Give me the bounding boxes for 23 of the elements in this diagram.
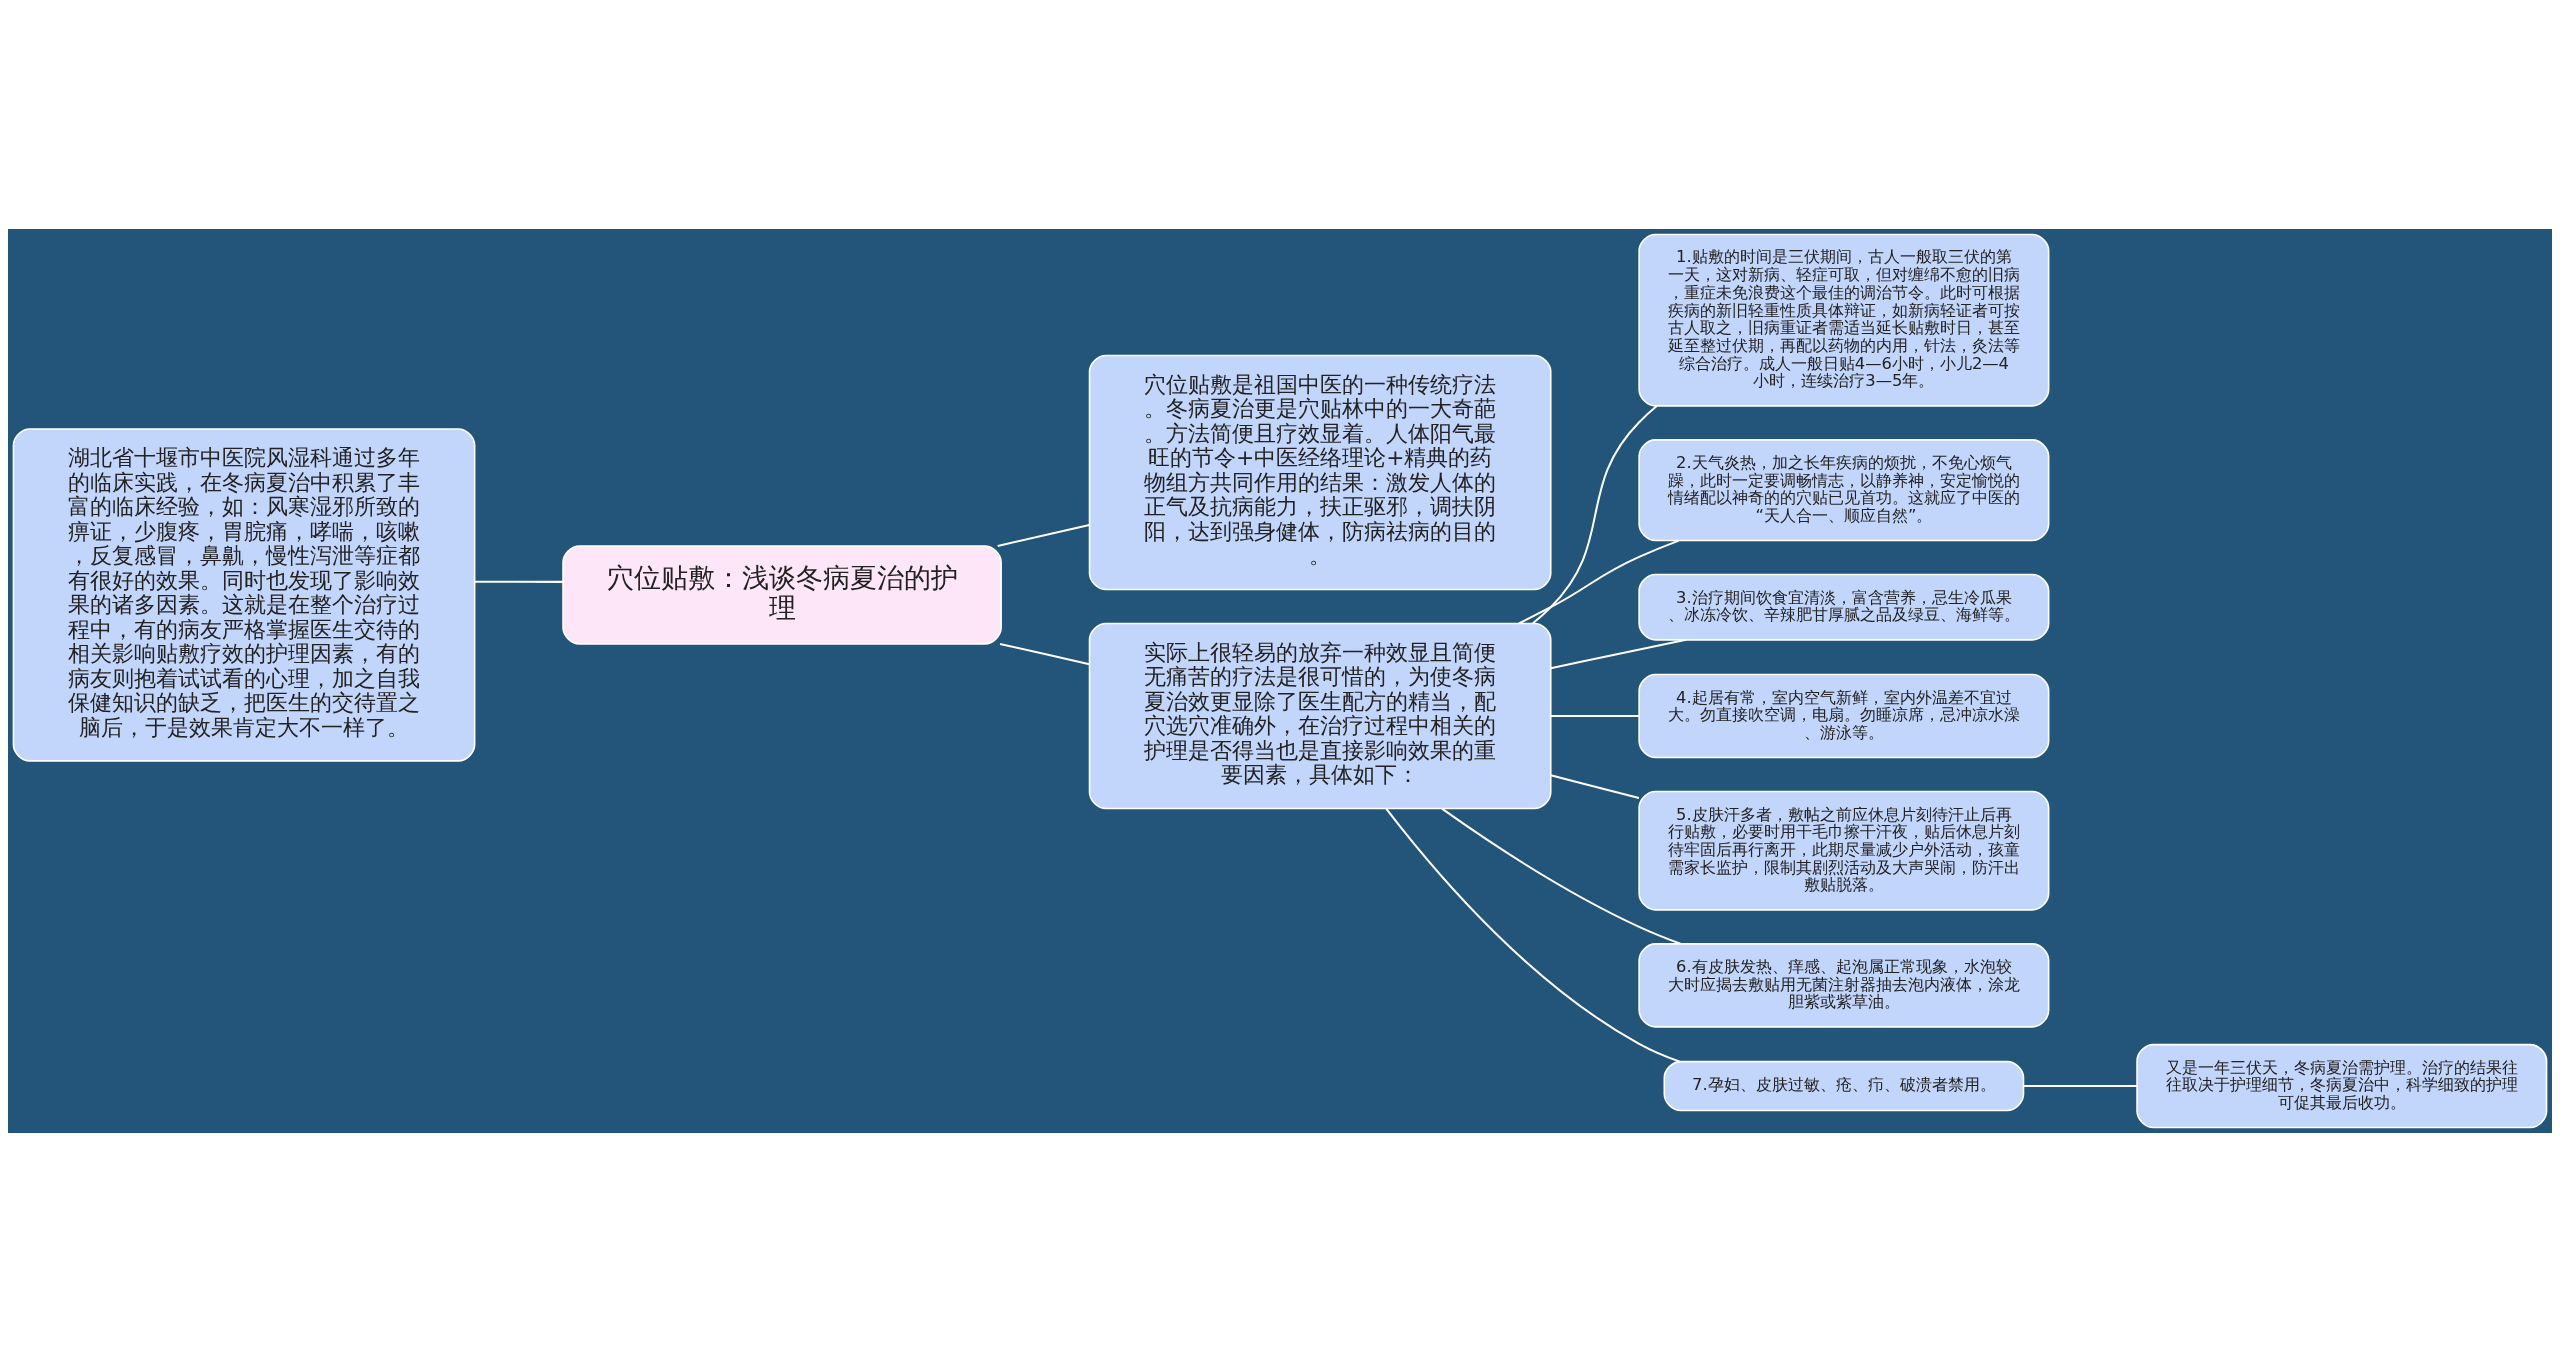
node-box: 实际上很轻易的放弃一种效显且简便无痛苦的疗法是很可惜的，为使冬病夏治效更显除了医生配方的精当，配穴选穴准确外，在治疗过程中相关的护理是否得当也是直接影响效果的重要因素，具体如下： [1088,622,1552,809]
connector [999,642,1090,665]
node-box: 湖北省十堰市中医院风湿科通过多年的临床实践，在冬病夏治中积累了丰富的临床经验，如：风寒湿邪所致的痹证，少腹疼，胃脘痛，哮喘，咳嗽，反复感冒，鼻鼽，慢性泻泄等症都有很好的效果。同时也发现了影响效果的诸多因素。这就是在整个治疗过程中，有的病友严格掌握医生交待的相关影响贴敷疗效的护理因素，有的病友则抱着试试看的心理，加之自我保健知识的缺乏，把医生的交待置之脑后，于是效果肯定大不一样了。 [12,427,476,762]
node-box: 6.有皮肤发热、痒感、起泡属正常现象，水泡较大时应揭去敷贴用无菌注射器抽去泡内液体，涂龙胆紫或紫草油。 [1638,942,2050,1028]
node-box: 1.贴敷的时间是三伏期间，古人一般取三伏的第一天，这对新病、轻症可取，但对缠绵不愈的旧病，重症未免浪费这个最佳的调治节令。此时可根据疾病的新旧轻重性质具体辩证，如新病轻证者可按古人取之，旧病重证者需适当延长贴敷时日，甚至延至整过伏期，再配以药物的内用，针法，灸法等综合治疗。成人一般日贴4—6小时，小儿2—4小时，连续治疗3—5年。 [1638,233,2050,407]
connector [1550,638,1687,669]
node-box: 又是一年三伏天，冬病夏治需护理。治疗的结果往往取决于护理细节，冬病夏治中，科学细致的护理可促其最后收功。 [2136,1043,2548,1128]
node-box: 5.皮肤汗多者，敷帖之前应休息片刻待汗止后再行贴敷，必要时用干毛巾擦干汗夜，贴后休息片刻待牢固后再行离开，此期尽量减少户外活动，孩童需家长监护，限制其剧烈活动及大声哭闹，防汗出敷贴脱落。 [1638,790,2050,911]
connector [1532,404,1658,624]
connector [2023,1084,2137,1087]
connector [1385,807,1680,1062]
node-box: 3.治疗期间饮食宜清淡，富含营养，忌生冷瓜果、冰冻冷饮、辛辣肥甘厚腻之品及绿豆、海鲜等。 [1638,573,2050,641]
node-box: 穴位贴敷：浅谈冬病夏治的护理 [562,544,1002,645]
node-box: 2.天气炎热，加之长年疾病的烦扰，不免心烦气躁，此时一定要调畅情志，以静养神，安定愉悦的情绪配以神奇的的穴贴已见首功。这就应了中医的“天人合一、顺应自然”。 [1638,438,2050,541]
connector [1550,773,1640,799]
connector [1441,807,1681,945]
node-box: 4.起居有常，室内空气新鲜，室内外温差不宜过大。勿直接吹空调，电扇。勿睡凉席，忌冲凉水澡、游泳等。 [1638,673,2050,758]
connector [997,523,1090,547]
connector [474,580,563,583]
node-box: 穴位贴敷是祖国中医的一种传统疗法。冬病夏治更是穴贴林中的一大奇葩。方法简便且疗效显着。人体阳气最旺的节令+中医经络理论+精典的药物组方共同作用的结果：激发人体的正气及抗病能力，扶正驱邪，调扶阴阳，达到强身健体，防病祛病的目的。 [1088,354,1552,590]
connector [1518,539,1680,624]
node-box: 7.孕妇、皮肤过敏、疮、疖、破溃者禁用。 [1663,1060,2025,1111]
connector [1550,714,1639,717]
